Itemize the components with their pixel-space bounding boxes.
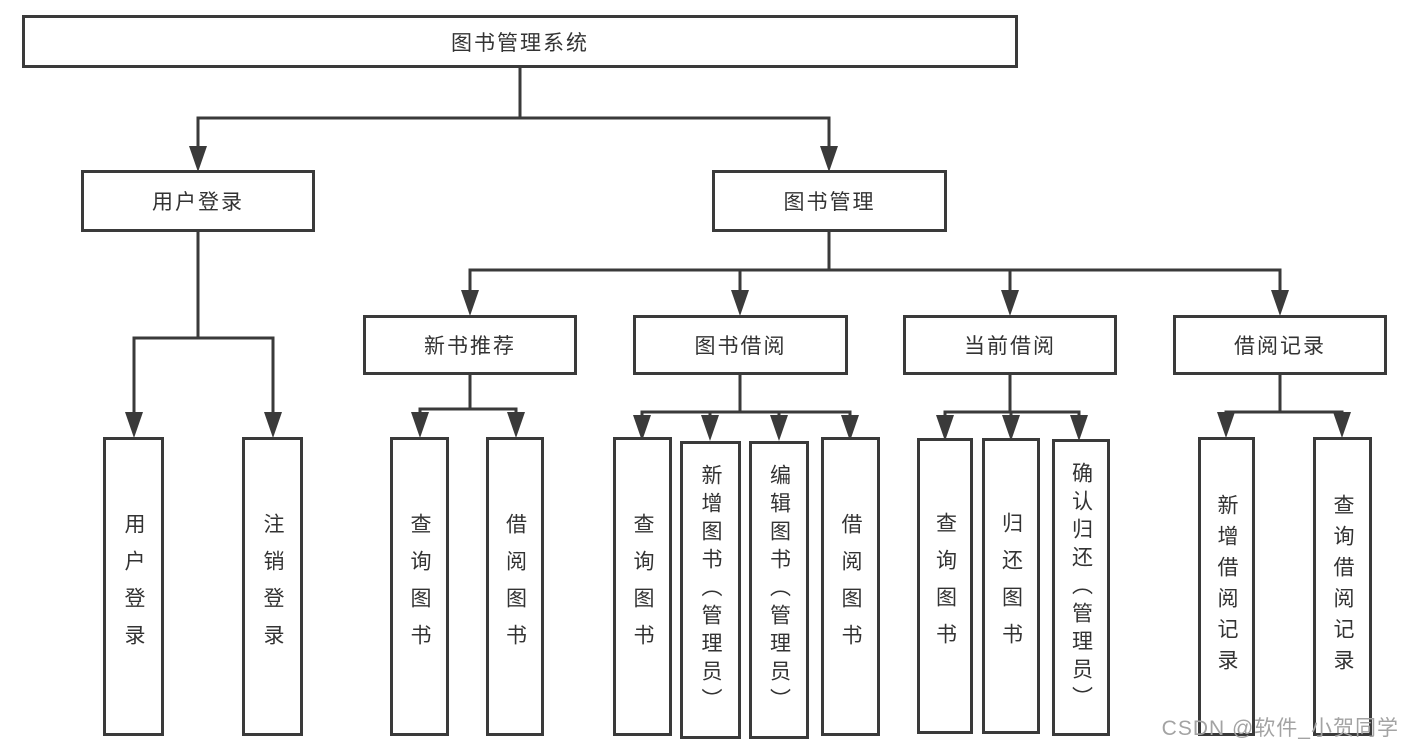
leaf-add-borrow-record: 新增借阅记录 xyxy=(1198,437,1255,736)
leaf-query-books-current: 查询图书 xyxy=(917,438,973,734)
leaf-query-books-recommend: 查询图书 xyxy=(390,437,449,736)
leaf-logout: 注销登录 xyxy=(242,437,303,736)
leaf-query-books-borrowing: 查询图书 xyxy=(613,437,672,736)
leaf-return-books: 归还图书 xyxy=(982,438,1040,734)
leaf-borrow-books-recommend: 借阅图书 xyxy=(486,437,544,736)
leaf-user-login: 用户登录 xyxy=(103,437,164,736)
node-book-management-system: 图书管理系统 xyxy=(22,15,1018,68)
node-book-borrowing: 图书借阅 xyxy=(633,315,848,375)
node-user-login-branch: 用户登录 xyxy=(81,170,315,232)
node-borrowing-records: 借阅记录 xyxy=(1173,315,1387,375)
leaf-borrow-books: 借阅图书 xyxy=(821,437,880,736)
leaf-query-borrow-record: 查询借阅记录 xyxy=(1313,437,1372,736)
node-new-book-recommendation: 新书推荐 xyxy=(363,315,577,375)
node-current-borrowing: 当前借阅 xyxy=(903,315,1117,375)
csdn-watermark: CSDN @软件_小贺同学 xyxy=(1161,717,1399,740)
node-book-management-branch: 图书管理 xyxy=(712,170,947,232)
leaf-add-books-admin: 新增图书（管理员） xyxy=(680,441,741,739)
leaf-confirm-return-admin: 确认归还（管理员） xyxy=(1052,439,1110,736)
leaf-edit-books-admin: 编辑图书（管理员） xyxy=(749,441,809,739)
